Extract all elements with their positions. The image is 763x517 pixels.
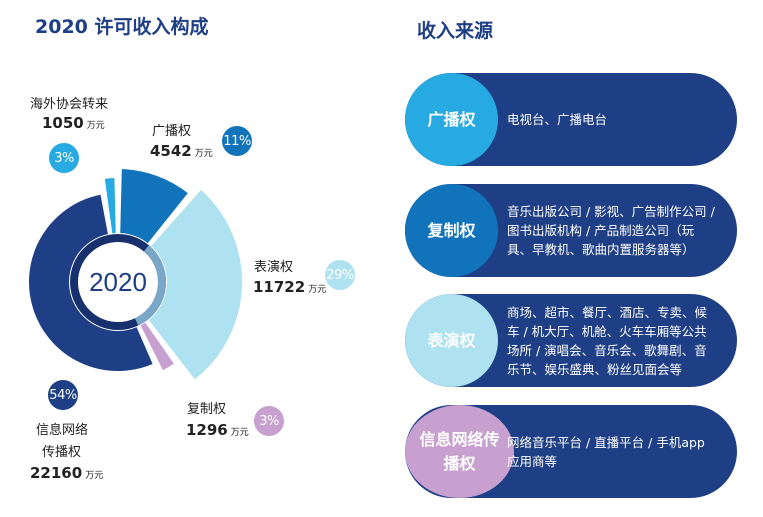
network-name-1: 信息网络 bbox=[36, 423, 89, 438]
perform-name: 表演权 bbox=[254, 260, 294, 275]
broadcast-pct: 11% bbox=[222, 126, 252, 156]
source-desc: 网络音乐平台 / 直播平台 / 手机app 应用商等 bbox=[507, 434, 705, 469]
source-label: 表演权 bbox=[405, 294, 498, 387]
center-circle bbox=[78, 242, 158, 322]
perform-pct: 29% bbox=[325, 260, 355, 290]
source-copy: 复制权 音乐出版公司 / 影视、广告制作公司 / 图书出版机构 / 产品制造公司… bbox=[405, 184, 737, 277]
source-perform: 表演权 商场、超市、餐厅、酒店、专卖、候车 / 机大厅、机舱、火车车厢等公共场所… bbox=[405, 294, 737, 387]
source-broadcast: 广播权 电视台、广播电台 bbox=[405, 73, 737, 166]
copy-pct: 3% bbox=[254, 406, 284, 436]
source-label: 复制权 bbox=[405, 184, 498, 277]
network-pct: 54% bbox=[48, 380, 78, 410]
source-desc: 音乐出版公司 / 影视、广告制作公司 / 图书出版机构 / 产品制造公司（玩具、… bbox=[507, 204, 715, 257]
source-label: 广播权 bbox=[405, 73, 498, 166]
source-network: 信息网络传播权 网络音乐平台 / 直播平台 / 手机app 应用商等 bbox=[405, 405, 737, 498]
left-title: 2020 许可收入构成 bbox=[35, 16, 209, 38]
source-desc: 电视台、广播电台 bbox=[507, 112, 608, 127]
right-title: 收入来源 bbox=[417, 20, 494, 42]
source-label: 信息网络传播权 bbox=[405, 405, 514, 498]
network-name-2: 传播权 bbox=[42, 445, 82, 460]
overseas-name: 海外协会转来 bbox=[30, 97, 109, 112]
broadcast-name: 广播权 bbox=[152, 124, 192, 139]
donut-chart: 2020 bbox=[27, 167, 244, 383]
source-desc: 商场、超市、餐厅、酒店、专卖、候车 / 机大厅、机舱、火车车厢等公共场所 / 演… bbox=[507, 304, 708, 377]
overseas-pct: 3% bbox=[49, 143, 79, 173]
inner-ring-highlight bbox=[134, 245, 167, 326]
copy-name: 复制权 bbox=[187, 402, 227, 417]
center-year: 2020 bbox=[89, 267, 147, 297]
